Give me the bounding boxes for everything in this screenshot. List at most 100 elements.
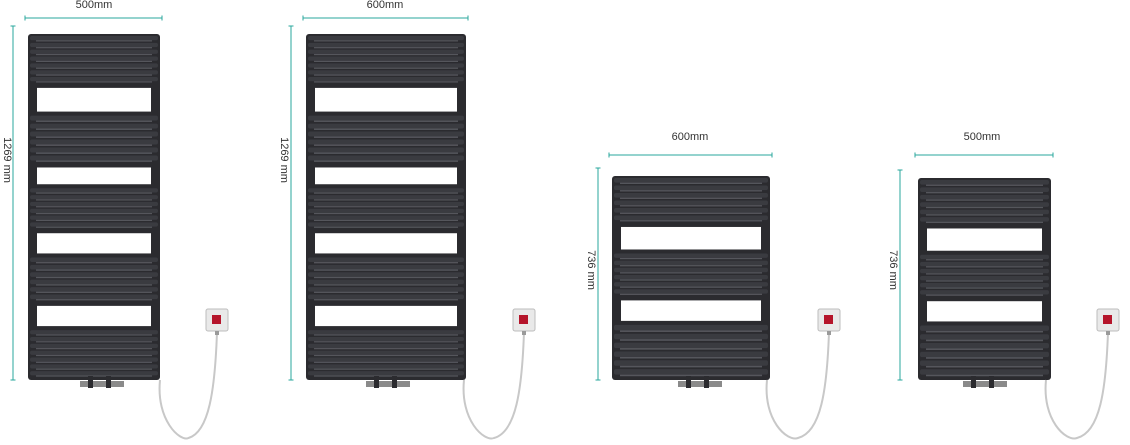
radiator-3-bar-gap [620, 330, 762, 332]
radiator-2-bar [308, 115, 464, 121]
radiator-2-bar-gap [314, 291, 458, 293]
radiator-2-bar [308, 147, 464, 153]
radiator-1-bar-gap [36, 199, 152, 201]
radiator-3-bar-gap [620, 365, 762, 368]
radiator-1-bar-gap [36, 291, 152, 293]
radiator-1-bar-gap [36, 368, 152, 370]
radiator-1-opening [37, 305, 151, 327]
radiator-2-bar-gap [314, 375, 458, 377]
radiator-3-bar-gap [620, 265, 762, 267]
radiator-2-bar [308, 201, 464, 207]
radiator-4-bar [920, 283, 1049, 288]
radiator-4-bar [920, 194, 1049, 200]
radiator-2-bar-gap [314, 47, 458, 49]
height-label-2: 1269 mm [278, 137, 290, 183]
radiator-3-bar [614, 282, 768, 287]
radiator-2-bar [308, 272, 464, 277]
radiator-4-bar-gap [926, 199, 1043, 201]
radiator-2-bar-gap [314, 368, 458, 370]
radiator-1-valve-right [106, 376, 111, 388]
radiator-1-bar-gap [36, 284, 152, 286]
radiator-1-bar [30, 139, 158, 145]
radiator-1-bar-gap [36, 144, 152, 146]
width-label-1: 500mm [76, 0, 113, 11]
radiator-4-bar [920, 334, 1049, 340]
radiator-2-bar-gap [314, 74, 458, 76]
radiator-2-bar-gap [314, 262, 458, 264]
radiator-2-bar-gap [314, 81, 458, 83]
radiator-1-bar-gap [36, 60, 152, 63]
radiator-3-valve-pipe [678, 381, 722, 387]
radiator-4-bar [920, 268, 1049, 274]
radiator-3-switch-gland [827, 331, 831, 335]
radiator-2-bar [308, 208, 464, 213]
radiator-4-bar [920, 261, 1049, 267]
radiator-3-switch-button [824, 315, 833, 324]
radiator-3-bar-gap [620, 286, 762, 288]
radiator-1-cable [158, 331, 218, 440]
radiator-1-bar-gap [36, 219, 152, 222]
radiator-1-bar-gap [36, 334, 152, 336]
radiator-3-bar-gap [620, 356, 762, 359]
radiator-4-bar [920, 187, 1049, 193]
radiator-3-valve-left [686, 376, 691, 388]
radiator-2-bar-gap [314, 354, 458, 357]
radiator-2-bar [308, 215, 464, 220]
radiator-1-valve-left [88, 376, 93, 388]
radiator-1-bar-gap [36, 192, 152, 194]
radiator-2-bar [308, 70, 464, 75]
radiator-1-bar-gap [36, 120, 152, 122]
radiator-2-bar-gap [314, 160, 458, 162]
radiator-2-bar [308, 42, 464, 48]
width-label-4: 500mm [964, 131, 1001, 143]
radiator-2-bar [308, 49, 464, 54]
radiator-2-bar [308, 155, 464, 161]
radiator-1-bar-gap [36, 136, 152, 138]
radiator-2-bar-gap [314, 334, 458, 336]
radiator-1-bar [30, 63, 158, 68]
radiator-2-bar [308, 36, 464, 41]
radiator-2-bar-gap [314, 206, 458, 208]
radiator-4-bar-gap [926, 280, 1043, 282]
radiator-3-bar [614, 351, 768, 357]
radiator-4-opening [927, 228, 1042, 251]
radiator-1-bar-gap [36, 160, 152, 162]
radiator-2-cable [462, 331, 525, 440]
radiator-4-bar-gap [926, 294, 1043, 296]
radiator-4-bar-gap [926, 266, 1043, 268]
radiator-1-opening [37, 233, 151, 254]
radiator-4-bar-gap [926, 348, 1043, 350]
radiator-4-valve-left [971, 376, 976, 388]
radiator-1-bar [30, 222, 158, 227]
radiator-2-bar [308, 330, 464, 335]
radiator-3-bar [614, 215, 768, 221]
radiator-3-bar [614, 289, 768, 294]
radiator-3-bar [614, 324, 768, 331]
width-label-3: 600mm [672, 131, 709, 143]
height-label-1: 1269 mm [1, 137, 13, 183]
radiator-2-bar [308, 343, 464, 349]
radiator-2-bar-gap [314, 276, 458, 279]
radiator-1-bar [30, 330, 158, 335]
radiator-2-bar-gap [314, 284, 458, 286]
radiator-2-switch-button [519, 315, 528, 324]
radiator-4-bar-gap [926, 206, 1043, 209]
radiator-3-bar-gap [620, 348, 762, 350]
radiator-3-bar-gap [620, 197, 762, 199]
radiator-1-bar [30, 195, 158, 200]
radiator-1-opening [37, 87, 151, 112]
radiator-4-bar-gap [926, 339, 1043, 342]
height-label-3: 736 mm [585, 250, 597, 290]
radiator-2-bar-gap [314, 60, 458, 63]
radiator-2-opening [315, 233, 457, 254]
radiator-1-bar [30, 147, 158, 153]
radiator-4-bar [920, 275, 1049, 281]
radiator-1-bar-gap [36, 47, 152, 49]
radiator-3-bar [614, 267, 768, 273]
radiator-4-bar-gap [926, 259, 1043, 261]
radiator-3-bar [614, 200, 768, 206]
radiator-1-bar [30, 294, 158, 300]
radiator-3-bar-gap [620, 190, 762, 192]
radiator-2-bar-gap [314, 299, 458, 301]
radiator-2-bar-gap [314, 40, 458, 42]
